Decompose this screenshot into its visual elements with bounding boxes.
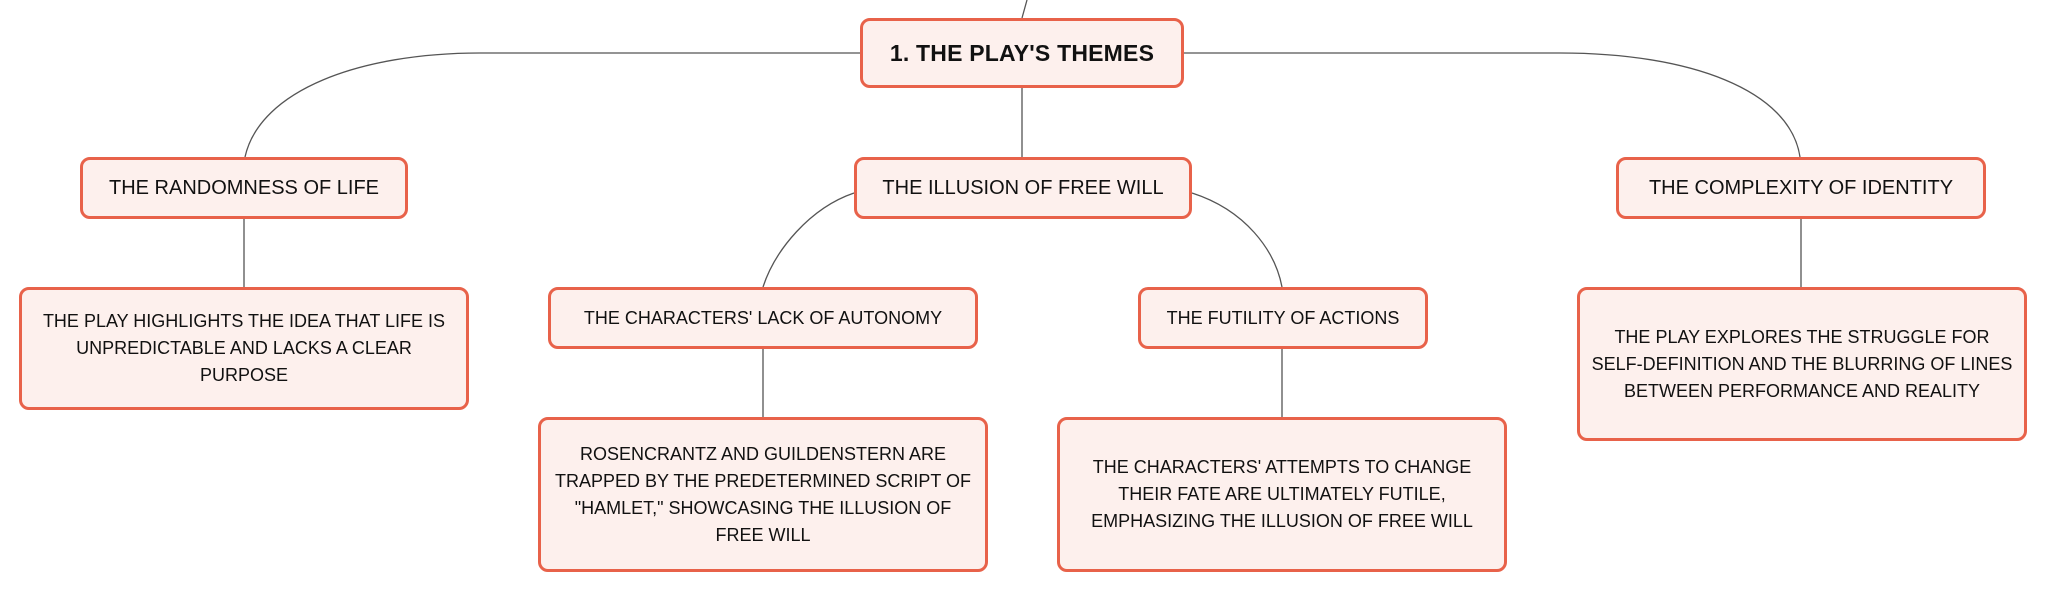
topic-node-complexity-of-identity[interactable]: THE COMPLEXITY OF IDENTITY — [1616, 157, 1986, 219]
subtopic-label: THE FUTILITY OF ACTIONS — [1166, 307, 1400, 328]
subtopic-node-futility-of-actions[interactable]: THE FUTILITY OF ACTIONS — [1138, 287, 1428, 349]
detail-text: THE PLAY HIGHLIGHTS THE IDEA THAT LIFE I… — [42, 311, 446, 385]
subtopic-node-lack-of-autonomy[interactable]: THE CHARACTERS' LACK OF AUTONOMY — [548, 287, 978, 349]
detail-node-lack-of-autonomy[interactable]: ROSENCRANTZ AND GUILDENSTERN ARE TRAPPED… — [538, 417, 988, 572]
root-topic-label: 1. THE PLAY'S THEMES — [889, 39, 1155, 66]
detail-node-randomness-of-life[interactable]: THE PLAY HIGHLIGHTS THE IDEA THAT LIFE I… — [19, 287, 469, 410]
connector-root-to-parent — [1021, 0, 1028, 19]
topic-node-illusion-of-free-will[interactable]: THE ILLUSION OF FREE WILL — [854, 157, 1192, 219]
connector-root-to-complexity — [1184, 52, 1801, 158]
connector-illusion-to-lack — [762, 192, 855, 288]
detail-node-complexity-of-identity[interactable]: THE PLAY EXPLORES THE STRUGGLE FOR SELF-… — [1577, 287, 2027, 441]
detail-text: THE PLAY EXPLORES THE STRUGGLE FOR SELF-… — [1591, 326, 2013, 401]
detail-text: THE CHARACTERS' ATTEMPTS TO CHANGE THEIR… — [1091, 457, 1473, 531]
connector-root-to-randomness — [244, 52, 860, 158]
topic-label: THE ILLUSION OF FREE WILL — [882, 176, 1164, 199]
subtopic-label: THE CHARACTERS' LACK OF AUTONOMY — [583, 307, 943, 328]
topic-label: THE COMPLEXITY OF IDENTITY — [1648, 176, 1954, 199]
topic-node-randomness-of-life[interactable]: THE RANDOMNESS OF LIFE — [80, 157, 408, 219]
connector-illusion-to-futility — [1191, 192, 1283, 288]
detail-text: ROSENCRANTZ AND GUILDENSTERN ARE TRAPPED… — [554, 443, 972, 545]
detail-node-futility-of-actions[interactable]: THE CHARACTERS' ATTEMPTS TO CHANGE THEIR… — [1057, 417, 1507, 572]
root-topic-node[interactable]: 1. THE PLAY'S THEMES — [860, 18, 1184, 88]
topic-label: THE RANDOMNESS OF LIFE — [108, 176, 380, 199]
